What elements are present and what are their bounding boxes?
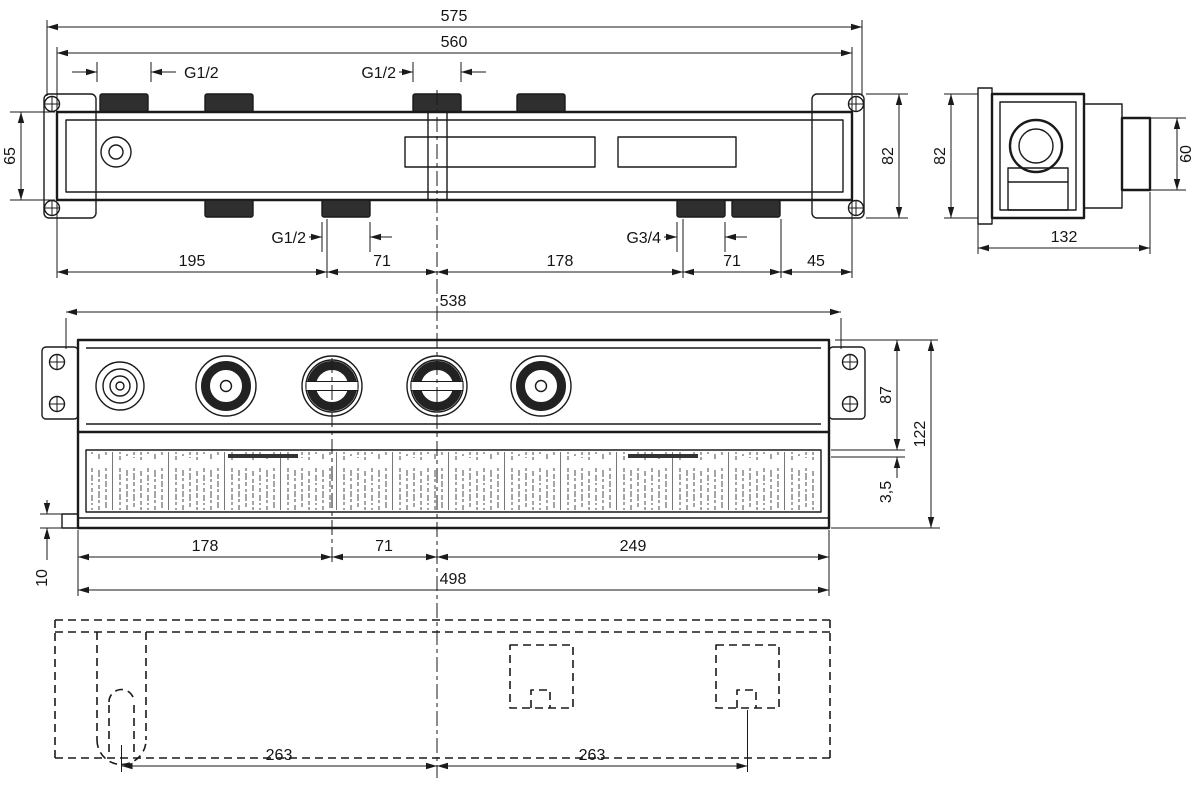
dim-label-top-thread-left: G1/2 [184, 65, 219, 82]
dim-label-rail-height: 10 [34, 569, 51, 587]
dim-front-body-height: 87 [831, 339, 938, 451]
dim-label-chain-3: 178 [547, 253, 574, 270]
dim-side-height: 82 [932, 93, 978, 219]
front-right-bracket [828, 346, 866, 420]
dim-mounting-width: 560 [56, 34, 853, 110]
front-left-bracket [41, 346, 79, 420]
dim-side-cutout-height: 60 [1150, 117, 1195, 191]
dim-label-front-chain-1: 178 [192, 538, 219, 555]
callout-bottom-thread-left: G1/2 [271, 222, 392, 252]
dim-label-side-cutout: 60 [1178, 145, 1195, 163]
dim-front-total-height: 122 [831, 340, 940, 529]
dim-label-front-chain-3: 249 [620, 538, 647, 555]
dim-label-side-height: 82 [932, 147, 949, 165]
valve-2 [195, 355, 257, 417]
dim-label-front-total: 498 [440, 571, 467, 588]
dim-label-template-right: 263 [579, 747, 606, 764]
dim-label-bottom-thread-left: G1/2 [271, 230, 306, 247]
dim-label-chain-5: 45 [807, 253, 825, 270]
dim-label-side-depth: 132 [1051, 229, 1078, 246]
valve-1 [95, 361, 145, 411]
dim-overall-width: 575 [46, 8, 863, 96]
dim-label-chain-1: 195 [179, 253, 206, 270]
side-view: 82 60 132 [932, 87, 1195, 254]
label-title-left [228, 454, 298, 458]
instruction-label-strip [85, 449, 822, 513]
callout-top-thread-left: G1/2 [72, 62, 219, 82]
top-port-4 [516, 93, 566, 113]
dim-front-width: 538 [65, 293, 842, 349]
top-view: 575 560 G1/2 G1/2 [2, 8, 908, 278]
template-view: 263 263 [54, 619, 831, 772]
dim-label-mounting-width: 560 [441, 34, 468, 51]
callout-top-thread-right: G1/2 [361, 62, 486, 82]
dim-label-chain-4: 71 [723, 253, 741, 270]
bottom-port-2 [321, 199, 371, 218]
dim-label-height-right: 82 [880, 147, 897, 165]
front-view: 538 [34, 293, 940, 596]
dim-height-left: 65 [2, 111, 55, 201]
top-port-2 [204, 93, 254, 113]
callout-bottom-thread-right: G3/4 [626, 222, 747, 252]
template-square-cutout-left [509, 644, 574, 709]
bottom-port-3 [676, 199, 726, 218]
dim-label-template-left: 263 [266, 747, 293, 764]
bottom-port-4 [731, 199, 781, 218]
dim-height-right: 82 [866, 93, 908, 219]
dim-side-depth: 132 [977, 192, 1151, 254]
dim-chain-front-view: 178 71 249 498 [77, 530, 830, 596]
dim-label-front-total-height: 122 [912, 421, 929, 448]
right-mounting-bracket [811, 93, 865, 219]
fine-print-texture [88, 452, 819, 510]
dim-plate-thickness: 3,5 [831, 437, 905, 503]
valve-5 [510, 355, 572, 417]
dim-label-top-thread-right: G1/2 [361, 65, 396, 82]
dim-label-front-width: 538 [440, 293, 467, 310]
dim-label-front-chain-2: 71 [375, 538, 393, 555]
front-housing-body [61, 338, 831, 530]
side-body [977, 87, 1152, 225]
dim-label-overall-width: 575 [441, 8, 468, 25]
top-port-1 [99, 93, 149, 113]
template-hook-cutout [96, 632, 147, 766]
dim-template-spans: 263 263 [121, 710, 748, 772]
dim-label-plate-thickness: 3,5 [878, 481, 895, 503]
template-outline [54, 619, 831, 759]
housing-body-top-view [55, 110, 854, 202]
dim-label-bottom-thread-right: G3/4 [626, 230, 661, 247]
dim-rail-height: 10 [34, 500, 62, 587]
template-square-cutout-right [715, 644, 780, 709]
dim-label-chain-2: 71 [373, 253, 391, 270]
bottom-port-1 [204, 199, 254, 218]
dim-label-height-left: 65 [2, 147, 19, 165]
dim-label-front-body-height: 87 [878, 386, 895, 404]
label-title-right [628, 454, 698, 458]
dim-chain-top-view: 195 71 178 71 45 [56, 202, 853, 278]
